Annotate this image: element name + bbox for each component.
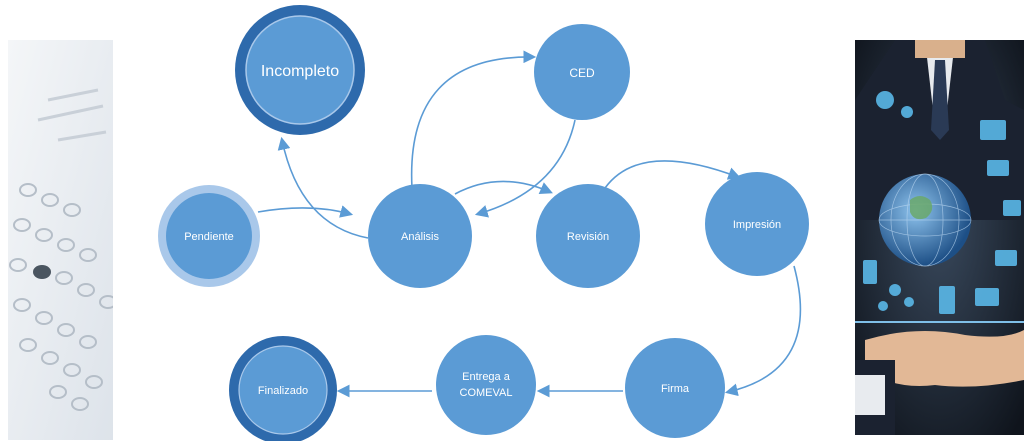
edge-analisis-ced [410,50,537,189]
node-label: Incompleto [261,63,339,80]
node-firma: Firma [625,338,725,438]
node-impresion: Impresión [705,172,809,276]
node-finalizado: Finalizado [229,336,337,441]
node-revision: Revisión [536,184,640,288]
node-label: CED [569,66,595,80]
edge-analisis-revision [454,180,553,195]
node-pendiente: Pendiente [158,185,260,287]
edge-ced-analisis [474,119,576,218]
node-ced: CED [534,24,630,120]
node-label: Impresión [733,219,781,231]
node-incompleto: Incompleto [235,5,365,135]
edge-impresion-firma [724,265,802,397]
node-analisis: Análisis [368,184,472,288]
node-label: Revisión [567,231,609,243]
answer-sheet-image [8,40,113,440]
node-label: Análisis [401,231,439,243]
business-technology-image [855,40,1024,435]
edge-pendiente-analisis [257,205,354,218]
node-label: Pendiente [184,231,234,243]
edge-revision-impresion [604,160,741,189]
node-label: Finalizado [258,385,308,397]
node-label: Firma [661,383,690,395]
edge-analisis-incompleto [277,136,369,239]
